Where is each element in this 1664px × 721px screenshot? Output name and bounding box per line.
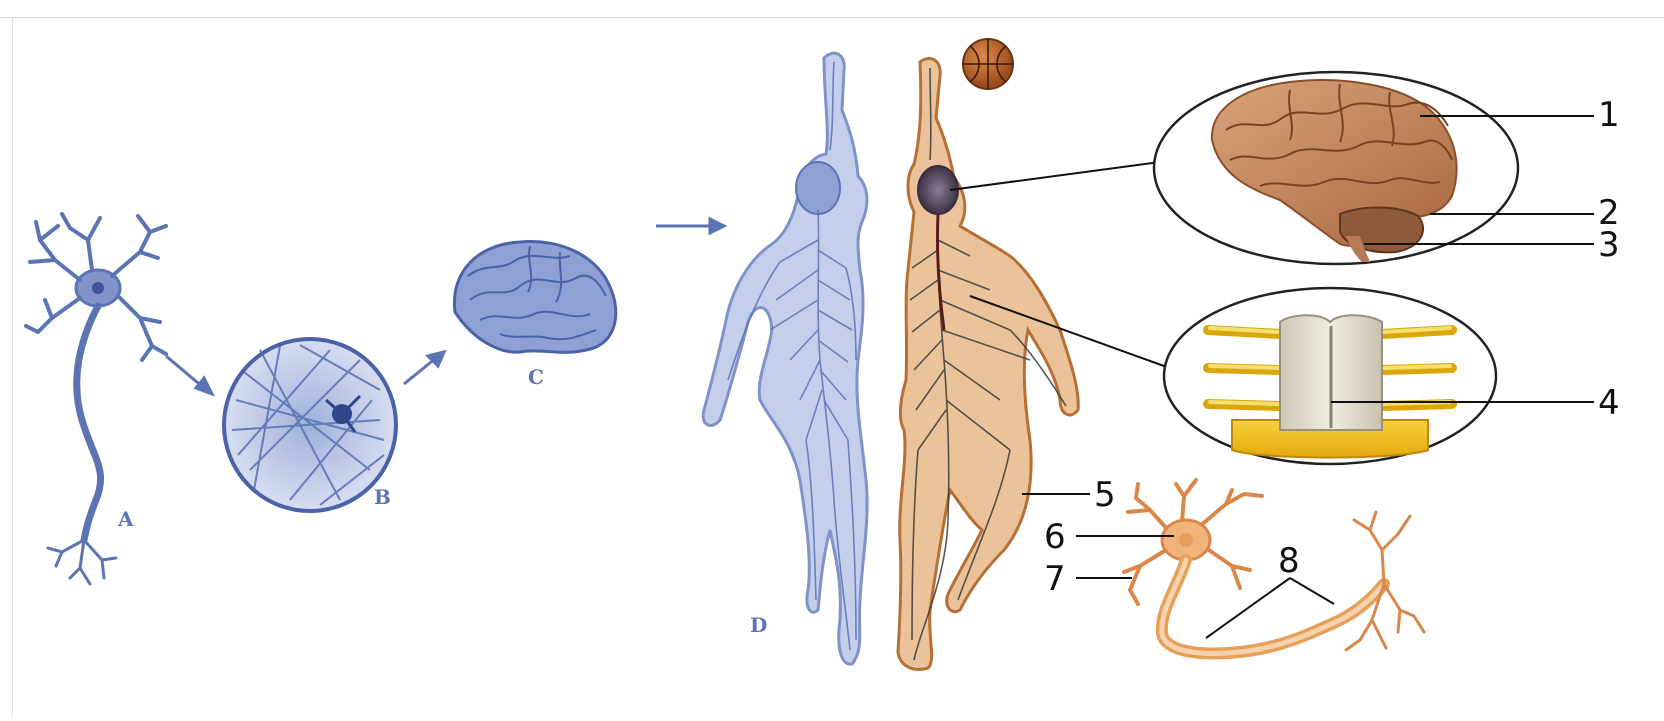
arrow-b-to-c xyxy=(404,352,444,384)
label-6: 6 xyxy=(1044,517,1066,557)
label-3: 3 xyxy=(1598,225,1620,265)
blue-brain-c xyxy=(454,241,615,352)
blue-neuron-a xyxy=(26,214,166,584)
label-1: 1 xyxy=(1598,95,1620,135)
label-5: 5 xyxy=(1094,475,1116,515)
arrow-a-to-b xyxy=(166,356,212,394)
orange-neuron xyxy=(1124,480,1424,653)
left-border xyxy=(12,17,13,716)
blue-nervous-body-d xyxy=(703,53,867,664)
label-7: 7 xyxy=(1044,559,1066,599)
label-c: C xyxy=(528,365,544,389)
label-8: 8 xyxy=(1278,541,1300,581)
top-border xyxy=(0,17,1664,18)
label-4: 4 xyxy=(1598,383,1620,423)
label-a: A xyxy=(117,507,134,531)
label-d: D xyxy=(750,613,767,637)
brain-callout xyxy=(950,72,1594,264)
blue-tissue-circle-b xyxy=(224,339,396,511)
label-b: B xyxy=(374,485,391,509)
basketball-icon xyxy=(963,39,1013,89)
arrow-c-to-d xyxy=(656,219,724,233)
